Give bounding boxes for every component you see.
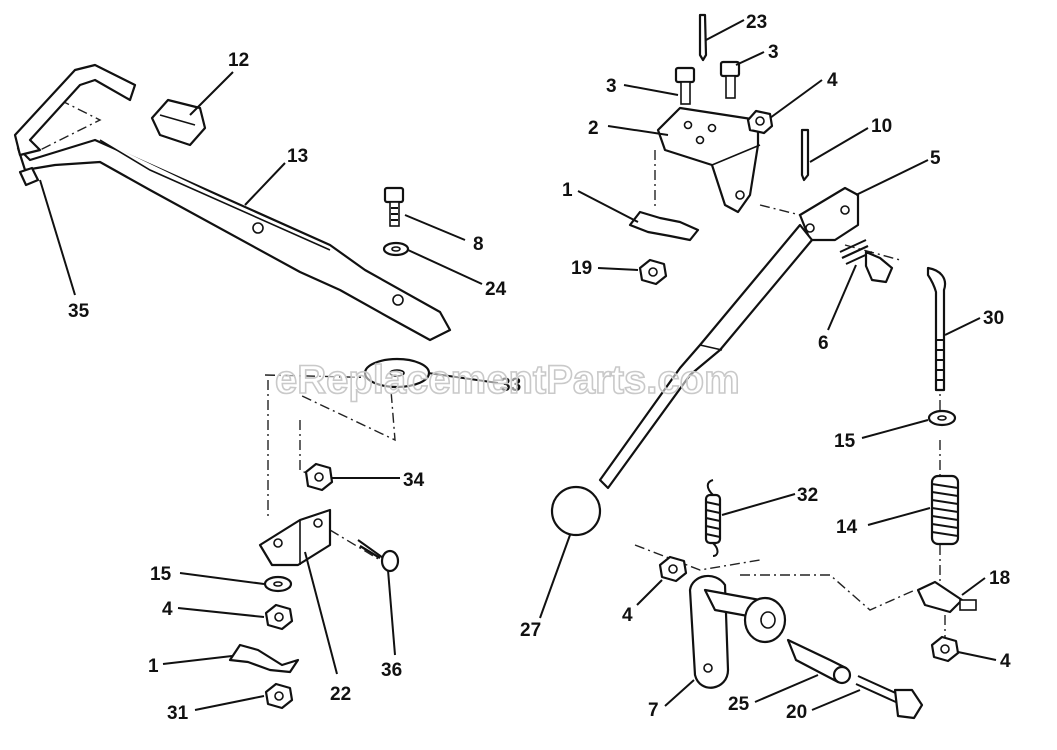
callout-4-top: 4 [827,70,838,91]
part-5-lever [598,186,860,490]
part-23-cotter-pin [698,13,708,62]
callout-23: 23 [746,12,767,33]
part-30-rod [926,266,947,392]
part-15-washer-left [263,575,293,593]
callout-3-left: 3 [606,76,617,97]
part-13-control-bar [13,63,452,342]
callout-6: 6 [818,333,829,354]
callout-32: 32 [797,485,818,506]
callout-20: 20 [786,702,807,723]
callout-34: 34 [403,470,425,491]
callout-36: 36 [381,660,402,681]
part-15-washer-right [927,409,957,427]
part-36-carriage-bolt [357,539,400,573]
callout-14: 14 [836,517,858,538]
part-4-nut-right [930,635,960,663]
callout-24: 24 [485,279,507,300]
leader-lines [39,19,997,711]
part-20-bolt [855,675,924,720]
part-22-bracket [258,508,332,567]
part-25-spacer [786,638,852,685]
part-24-washer [382,241,410,257]
part-1-clip-top [628,210,700,242]
part-4-nut-top [746,109,774,135]
part-33-large-washer [363,357,431,389]
callout-19: 19 [571,258,592,279]
callout-30: 30 [983,308,1004,329]
callout-31: 31 [167,703,189,724]
part-3-bolt-right [719,60,741,99]
callout-4-right: 4 [1000,651,1011,672]
callout-4-mid: 4 [622,605,633,626]
callout-5: 5 [930,148,941,169]
callout-7: 7 [648,700,659,721]
callout-18: 18 [989,568,1010,589]
callout-labels: 12 13 35 8 24 33 34 15 4 1 31 22 36 23 3… [68,12,1011,724]
part-8-bolt [383,186,405,227]
callout-15-left: 15 [150,564,172,585]
callout-8: 8 [473,234,484,255]
callout-35: 35 [68,301,90,322]
callout-27: 27 [520,620,541,641]
part-10-cotter-pin [800,128,810,182]
part-2-upper-bracket [656,106,761,214]
part-4-nut-left [264,603,294,631]
callout-1-top: 1 [562,180,573,201]
callout-10: 10 [871,116,892,137]
part-35-pin [18,166,40,187]
callout-15-right: 15 [834,431,856,452]
callout-25: 25 [728,694,750,715]
callout-13: 13 [287,146,308,167]
part-1-clip-bottom [228,643,300,674]
part-31-nut [264,682,294,710]
part-12-pedal-pad [150,98,207,147]
watermark-text: eReplacementParts.com [275,358,740,402]
callout-3-right: 3 [768,42,779,63]
part-19-nut [638,258,668,286]
part-4-nut-mid [658,555,688,583]
part-34-nut [304,462,334,492]
callout-33: 33 [500,375,521,396]
callout-4-left: 4 [162,599,173,620]
part-3-bolt-left [674,66,696,105]
part-14-spring [930,474,960,546]
callout-1-bottom: 1 [148,656,159,677]
callout-2: 2 [588,118,599,139]
part-27-knob [550,485,602,537]
callout-22: 22 [330,684,351,705]
part-18-ferrule [916,580,977,614]
part-32-extension-spring [704,479,722,557]
part-7-bellcrank [688,574,787,689]
callout-12: 12 [228,50,249,71]
part-6-bolt [839,239,894,284]
